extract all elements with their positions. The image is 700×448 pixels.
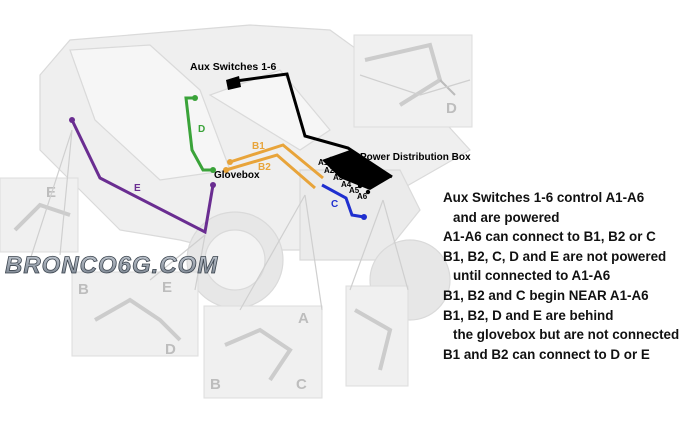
wire-b2-label: B2 <box>258 162 271 173</box>
power-distribution-box <box>322 150 392 195</box>
notes-panel: Aux Switches 1-6 control A1-A6 and are p… <box>443 188 695 364</box>
wire-c <box>321 183 367 220</box>
inset-e-left-label: E <box>162 279 172 296</box>
terminal-a3-label: A3 <box>333 173 344 182</box>
note-line: B1, B2 and C begin NEAR A1-A6 <box>443 287 649 303</box>
inset-a-label: A <box>298 310 309 327</box>
inset-bottom-left: B E D <box>71 271 199 358</box>
note-line: the glovebox but are not connected <box>453 327 680 343</box>
power-distribution-box-label: Power Distribution Box <box>360 152 471 163</box>
wire-b1-label: B1 <box>252 141 265 152</box>
bronco6g-watermark: BRONCO6G.COM <box>5 252 218 280</box>
note-line: B1 and B2 can connect to D or E <box>443 346 650 362</box>
inset-top-right: D <box>353 34 473 128</box>
terminal-a6-label: A6 <box>357 192 368 201</box>
inset-d-left-label: D <box>165 341 176 358</box>
note-line: Aux Switches 1-6 control A1-A6 <box>443 190 645 205</box>
inset-left: E <box>0 177 79 253</box>
aux-switches-label: Aux Switches 1-6 <box>190 61 277 73</box>
inset-d-top-label: D <box>446 100 457 117</box>
terminal-a2-label: A2 <box>324 166 335 175</box>
inset-b-left-label: B <box>78 281 89 298</box>
watermark-text: BRONCO6G.COM <box>5 252 218 279</box>
note-line: A1-A6 can connect to B1, B2 or C <box>443 229 656 245</box>
wire-c-label: C <box>331 199 338 210</box>
callout-lines <box>29 74 471 311</box>
note-line: and are powered <box>453 209 560 225</box>
inset-bottom-right <box>345 285 409 387</box>
wire-b2 <box>223 153 316 190</box>
glovebox-label: Glovebox <box>214 170 260 181</box>
terminal-a4-label: A4 <box>341 180 352 189</box>
inset-b-bottom-label: B <box>210 376 221 393</box>
wire-d <box>184 95 216 173</box>
wire-e-label: E <box>134 183 141 194</box>
note-line: B1, B2, C, D and E are not powered <box>443 248 667 264</box>
note-line: B1, B2, D and E are behind <box>443 307 614 323</box>
wire-b1 <box>227 143 324 180</box>
wire-e <box>69 117 216 235</box>
terminal-a5-label: A5 <box>349 186 360 195</box>
inset-c-label: C <box>296 376 307 393</box>
inset-bottom-center: A B C <box>203 305 323 399</box>
note-line: until connected to A1-A6 <box>453 268 611 284</box>
terminal-a1-label: A1 <box>318 158 329 167</box>
inset-e-label: E <box>46 184 56 201</box>
wire-d-label: D <box>198 124 205 135</box>
wire-aux <box>226 72 393 179</box>
